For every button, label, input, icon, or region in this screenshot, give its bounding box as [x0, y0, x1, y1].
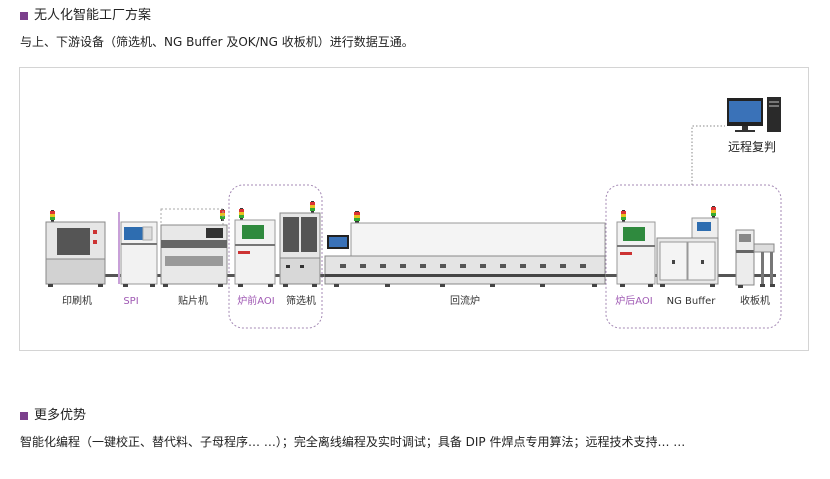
remote-computer-icon — [727, 97, 781, 132]
pre-reflow-aoi-machine — [234, 208, 276, 287]
bullet-square-icon — [20, 412, 28, 420]
pre-aoi-group-outline — [228, 184, 323, 329]
machine-label-post-reflow-aoi: 炉后AOI — [615, 296, 653, 307]
post-aoi-group-outline — [605, 184, 782, 329]
section-title-text: 更多优势 — [34, 408, 87, 423]
post-reflow-aoi-machine — [616, 210, 656, 287]
machine-label-unloader: 收板机 — [740, 296, 770, 307]
production-line-diagram: 远程复判 印刷机 SPI 贴片机 炉前AOI 筛选机 回流炉 炉后AOI NG … — [19, 67, 809, 351]
section-title-advantages: 更多优势 — [20, 408, 86, 424]
sorter-machine — [279, 201, 321, 287]
unloader-machine — [735, 229, 775, 288]
reflow-oven-machine — [324, 211, 606, 287]
machine-label-spi: SPI — [123, 296, 139, 307]
section-description: 与上、下游设备（筛选机、NG Buffer 及OK/NG 收板机）进行数据互通。 — [20, 35, 414, 49]
remote-connection-line — [691, 125, 725, 185]
advantages-description: 智能化编程（一键校正、替代料、子母程序… …）；完全离线编程及实时调试；具备 D… — [20, 435, 686, 449]
pick-and-place-machine — [160, 208, 228, 287]
section-title-text: 无人化智能工厂方案 — [34, 8, 152, 23]
machine-label-printer: 印刷机 — [62, 296, 92, 307]
machine-label-ng-buffer: NG Buffer — [666, 296, 716, 307]
machine-label-reflow-oven: 回流炉 — [450, 296, 480, 307]
machine-label-sorter: 筛选机 — [286, 296, 316, 307]
machine-label-pick-and-place: 贴片机 — [178, 296, 208, 307]
remote-review-label: 远程复判 — [728, 140, 777, 154]
machine-label-pre-reflow-aoi: 炉前AOI — [237, 296, 275, 307]
spi-machine — [118, 212, 158, 287]
ng-buffer-machine — [656, 206, 719, 287]
section-title-solution: 无人化智能工厂方案 — [20, 8, 151, 24]
production-line-illustration — [45, 97, 782, 329]
printer-machine — [45, 210, 106, 287]
bullet-square-icon — [20, 12, 28, 20]
